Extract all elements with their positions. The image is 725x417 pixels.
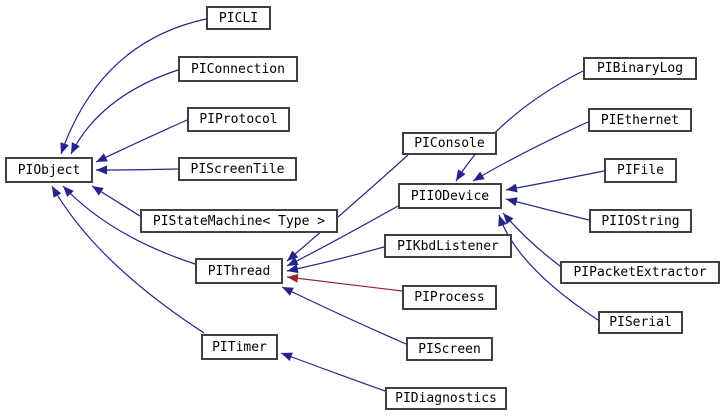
edge-PIScreen-PIThread	[281, 286, 407, 345]
edge-PIFile-PIIODevice	[505, 170, 605, 193]
node-PIDiagnostics[interactable]: PIDiagnostics	[385, 387, 507, 410]
edge-PISerial-PIIODevice	[498, 214, 599, 321]
node-PIThread[interactable]: PIThread	[195, 258, 283, 284]
node-PITimer[interactable]: PITimer	[201, 334, 278, 360]
node-PIFile[interactable]: PIFile	[604, 158, 677, 183]
edge-PIStateMachine-PIObject	[91, 185, 141, 217]
node-PIKbdListener[interactable]: PIKbdListener	[384, 234, 512, 258]
node-PIScreenTile[interactable]: PIScreenTile	[178, 157, 297, 181]
edge-PIPacketExtractor-PIIODevice	[502, 212, 561, 267]
edge-PIKbdListener-PIThread	[286, 246, 385, 274]
node-PIBinaryLog[interactable]: PIBinaryLog	[583, 57, 697, 80]
edge-PIScreenTile-PIObject	[95, 165, 179, 175]
edge-PIIOString-PIIODevice	[505, 197, 590, 221]
node-PIIODevice[interactable]: PIIODevice	[398, 183, 502, 209]
edge-PIConsole-PIThread	[286, 154, 409, 262]
edge-PIBinaryLog-PIIODevice	[455, 70, 584, 182]
node-PIEthernet[interactable]: PIEthernet	[588, 108, 692, 132]
edge-PIProtocol-PIObject	[95, 119, 188, 163]
edge-PIThread-PIObject	[62, 185, 196, 265]
edge-PIConnection-PIObject	[70, 69, 179, 155]
node-PIConnection[interactable]: PIConnection	[178, 56, 298, 82]
node-PISerial[interactable]: PISerial	[598, 311, 683, 334]
node-PIScreen[interactable]: PIScreen	[406, 337, 493, 361]
edge-PIDiagnostics-PITimer	[280, 352, 386, 392]
node-PIProtocol[interactable]: PIProtocol	[187, 107, 290, 132]
node-PIConsole[interactable]: PIConsole	[402, 132, 497, 155]
edge-PICLI-PIObject	[60, 18, 207, 155]
edge-PIEthernet-PIIODevice	[472, 121, 589, 182]
edge-PITimer-PIObject	[51, 185, 205, 334]
edge-PIIODevice-PIThread	[286, 205, 399, 267]
node-PIStateMachine[interactable]: PIStateMachine< Type >	[140, 209, 338, 233]
node-PICLI[interactable]: PICLI	[206, 6, 271, 30]
node-PIProcess[interactable]: PIProcess	[402, 285, 497, 310]
edge-PIProcess-PIThread	[286, 273, 403, 292]
node-PIObject[interactable]: PIObject	[5, 157, 93, 183]
node-PIIOString[interactable]: PIIOString	[589, 209, 692, 233]
node-PIPacketExtractor[interactable]: PIPacketExtractor	[560, 261, 720, 284]
